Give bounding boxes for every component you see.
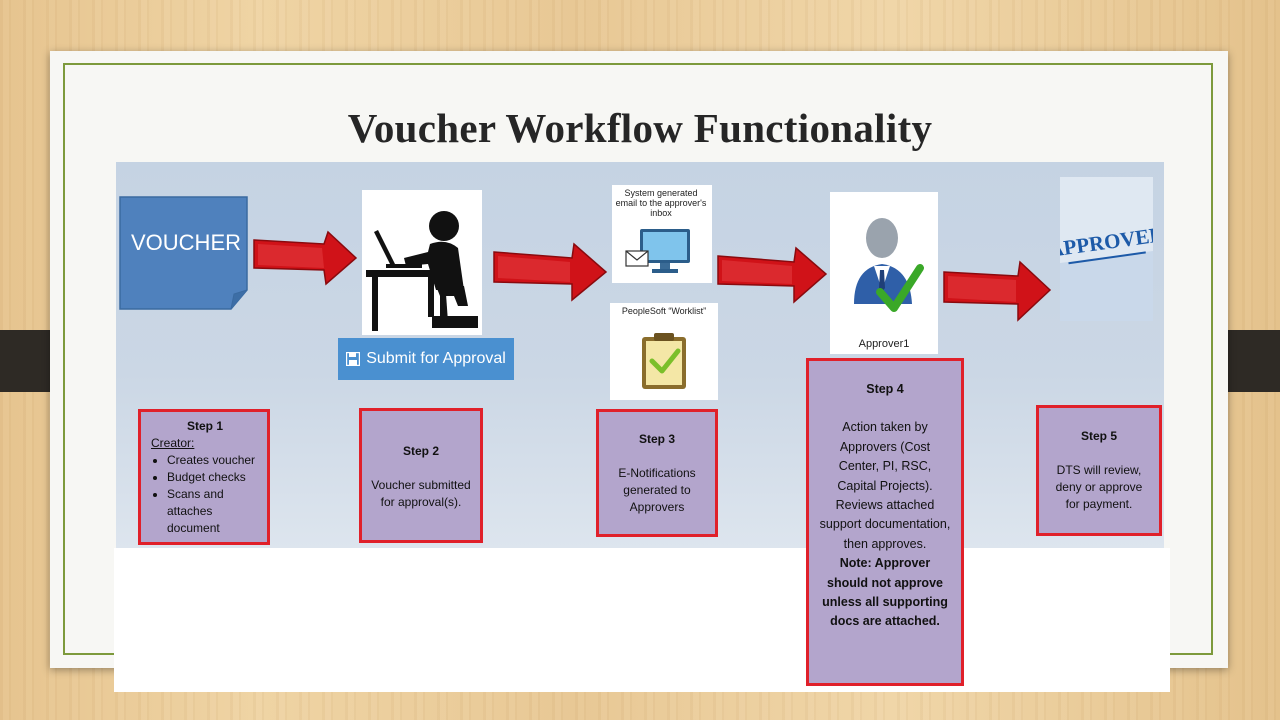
step-1-title: Step 1 <box>186 419 223 433</box>
save-disk-icon <box>346 352 361 366</box>
voucher-label: VOUCHER <box>131 230 242 255</box>
step-1-item: Scans and attaches document <box>167 486 259 537</box>
arrow-right-icon <box>717 246 828 304</box>
step-4-title: Step 4 <box>866 382 904 396</box>
arrow-right-icon <box>493 242 608 302</box>
step-2-title: Step 2 <box>402 444 439 458</box>
slide-title: Voucher Workflow Functionality <box>347 105 933 151</box>
step-2-line: for approval(s). <box>380 495 462 509</box>
email-caption: System generated email to the approver's… <box>615 188 707 218</box>
approver-image <box>830 192 938 354</box>
step-1-item: Creates voucher <box>167 452 259 469</box>
step-5-body: DTS will review, deny or approve for pay… <box>1055 463 1143 511</box>
step-5-title: Step 5 <box>1080 429 1117 443</box>
arrow-right-icon <box>253 230 358 286</box>
step-3-title: Step 3 <box>638 432 675 446</box>
worklist-image <box>610 303 718 400</box>
step-3-line: generated to <box>623 483 691 497</box>
step-2-box: Step 2 Voucher submitted for approval(s)… <box>359 408 483 543</box>
computer-email-icon <box>625 229 690 273</box>
voucher-document-icon <box>119 196 248 310</box>
step-1-box: Step 1 Creator: Creates voucher Budget c… <box>138 409 270 545</box>
person-at-computer-icon <box>366 211 478 331</box>
step-3-box: Step 3 E-Notifications generated to Appr… <box>596 409 718 537</box>
step-4-note: Note: Approver should not approve unless… <box>822 556 948 629</box>
content-white-area <box>114 548 1170 692</box>
approved-stamp-image: APPROVED <box>1047 177 1166 321</box>
email-notification-image <box>612 185 712 283</box>
step-4-box: Step 4 Action taken by Approvers (Cost C… <box>806 358 964 686</box>
worklist-caption: PeopleSoft “Worklist” <box>621 306 707 316</box>
submit-for-approval-button[interactable]: Submit for Approval <box>338 338 514 380</box>
step-2-line: Voucher submitted <box>371 478 471 492</box>
clipboard-check-icon <box>642 333 686 389</box>
submit-button-label: Submit for Approval <box>366 350 506 367</box>
step-5-box: Step 5 DTS will review, deny or approve … <box>1036 405 1162 536</box>
step-1-role: Creator: <box>151 436 195 450</box>
step-4-body: Action taken by Approvers (Cost Center, … <box>819 420 951 551</box>
approver-user-check-icon <box>854 218 924 312</box>
person-at-computer-image <box>362 190 482 335</box>
approver-name: Approver1 <box>858 338 910 350</box>
step-1-list: Creates voucher Budget checks Scans and … <box>151 452 259 537</box>
approved-stamp-icon: APPROVED <box>1047 177 1166 321</box>
step-3-line: E-Notifications <box>618 466 696 480</box>
arrow-right-icon <box>943 260 1052 322</box>
step-3-line: Approvers <box>629 500 685 514</box>
step-1-item: Budget checks <box>167 469 259 486</box>
